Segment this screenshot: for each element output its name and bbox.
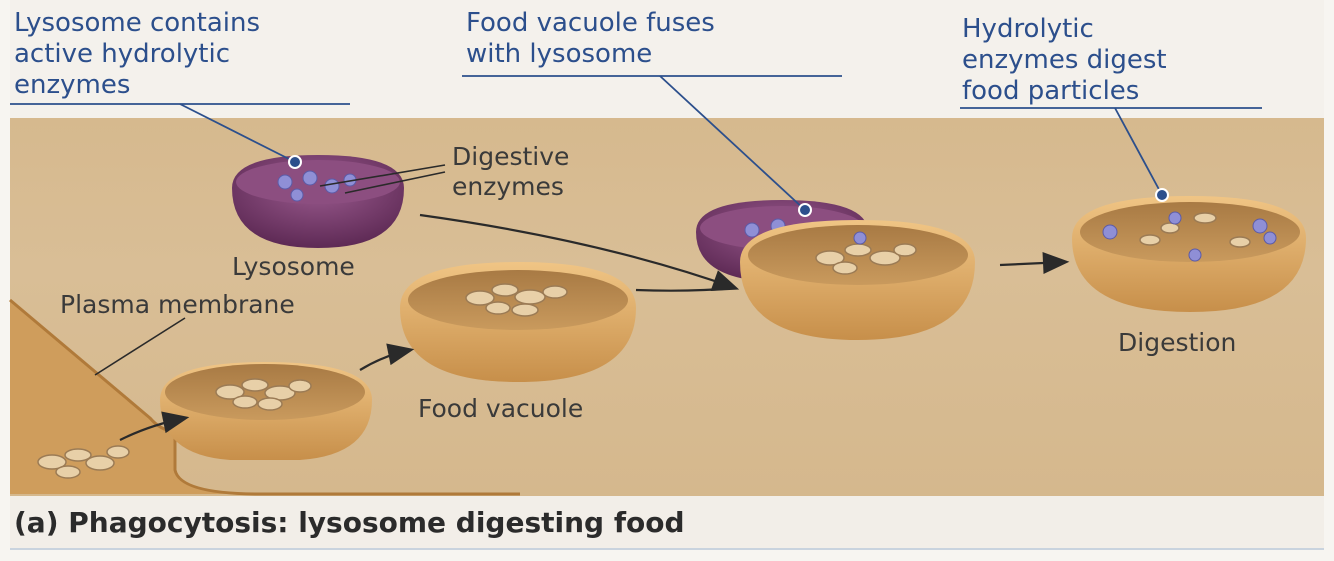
plasma-membrane-pointer <box>95 318 185 375</box>
label-plasma-membrane: Plasma membrane <box>60 290 295 320</box>
label-lysosome: Lysosome <box>232 252 355 282</box>
callout-hydrolytic-digest: Hydrolytic enzymes digest food particles <box>962 14 1167 107</box>
label-digestion: Digestion <box>1118 328 1236 358</box>
label-food-vacuole: Food vacuole <box>418 394 583 424</box>
arrow-icon <box>636 288 735 291</box>
arrow-icon <box>360 350 410 370</box>
lysosome-shape <box>232 155 404 248</box>
callout-vacuole-fuses: Food vacuole fuses with lysosome <box>466 8 715 70</box>
arrow-icon <box>1000 262 1065 265</box>
fusing-lysosome-vacuole <box>696 200 975 340</box>
figure-caption: (a) Phagocytosis: lysosome digesting foo… <box>14 506 685 539</box>
digestion-vacuole-shape <box>1072 196 1306 312</box>
engulfing-pocket <box>160 362 372 460</box>
label-digestive-enzymes: Digestive enzymes <box>452 142 569 202</box>
callout-lysosome-enzymes: Lysosome contains active hydrolytic enzy… <box>14 8 260 101</box>
food-vacuole-shape <box>400 262 636 382</box>
